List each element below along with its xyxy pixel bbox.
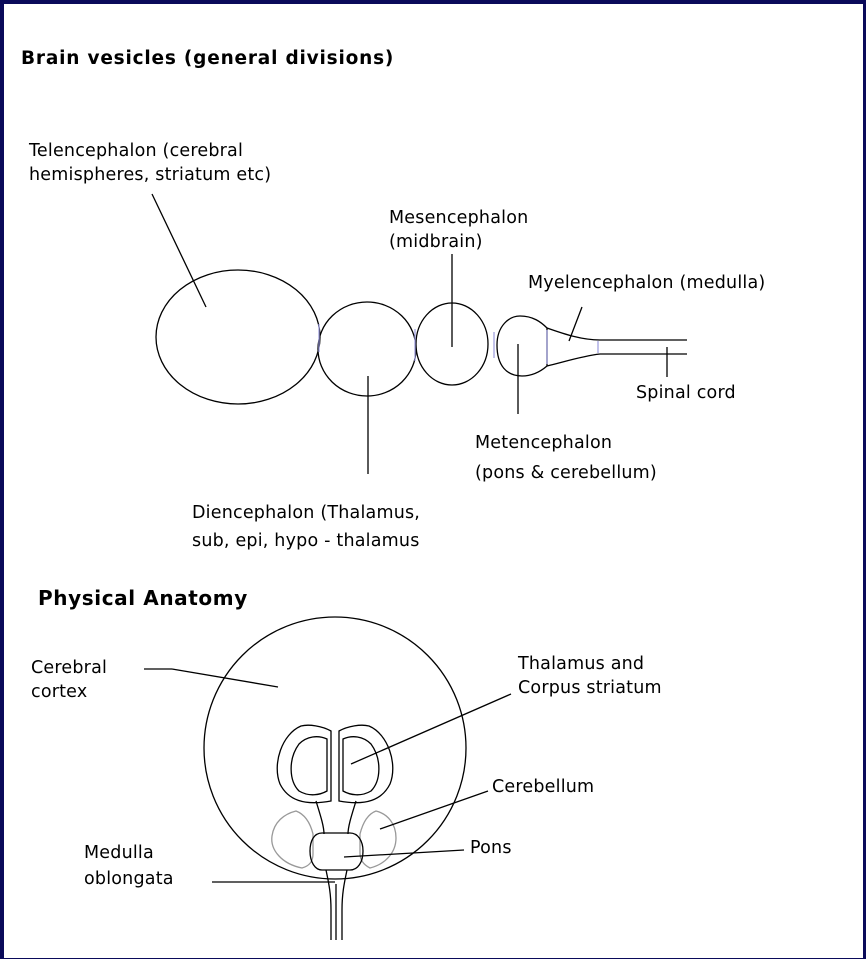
mesencephalon-label-line2: (midbrain): [389, 231, 483, 254]
metencephalon-label-line2: (pons & cerebellum): [475, 462, 657, 485]
anatomy-drawing: [204, 617, 466, 940]
cerebellum-right: [360, 811, 396, 868]
cerebellum-left: [272, 811, 313, 868]
metencephalon-label-line1: Metencephalon: [475, 432, 612, 455]
anatomy-title: Physical Anatomy: [38, 586, 248, 610]
thalamus-left-outer: [277, 725, 331, 802]
metencephalon-vesicle: [497, 316, 547, 376]
myelencephalon-label: Myelencephalon (medulla): [528, 272, 765, 295]
medulla-label-line1: Medulla: [84, 842, 154, 865]
cerebral-cortex-leader-diag: [172, 669, 278, 687]
thalamus-left-inner: [291, 737, 327, 795]
vesicles-title: Brain vesicles (general divisions): [21, 48, 394, 69]
telencephalon-label-line1: Telencephalon (cerebral: [29, 140, 243, 163]
telencephalon-label-line2: hemispheres, striatum etc): [29, 164, 271, 187]
thalamus-label-line2: Corpus striatum: [518, 677, 662, 700]
thalamus-right-outer: [339, 725, 393, 802]
spinal-cord-label: Spinal cord: [636, 382, 736, 405]
pons-outline: [310, 833, 363, 870]
diencephalon-label-line1: Diencephalon (Thalamus,: [192, 502, 420, 525]
spinal-cord-stub: [331, 884, 342, 940]
vesicle-junctions: [319, 324, 598, 364]
cerebellum-leader: [380, 791, 488, 829]
midbrain-stem: [316, 801, 356, 834]
myelencephalon-leader: [569, 307, 582, 341]
cerebral-cortex-label-line2: cortex: [31, 681, 87, 704]
telencephalon-vesicle: [156, 270, 320, 404]
pons-leader: [344, 850, 464, 857]
cerebral-cortex-label-line1: Cerebral: [31, 657, 107, 680]
cerebellum-label: Cerebellum: [492, 776, 594, 799]
cerebral-cortex-outline: [204, 617, 466, 879]
thalamus-right-inner: [343, 737, 379, 795]
mesencephalon-label-line1: Mesencephalon: [389, 207, 528, 230]
pons-label: Pons: [470, 837, 512, 860]
diencephalon-vesicle: [318, 302, 416, 396]
myelencephalon-vesicle: [547, 328, 600, 366]
thalamus-label-line1: Thalamus and: [518, 653, 644, 676]
diencephalon-label-line2: sub, epi, hypo - thalamus: [192, 530, 420, 553]
medulla-label-line2: oblongata: [84, 868, 174, 891]
